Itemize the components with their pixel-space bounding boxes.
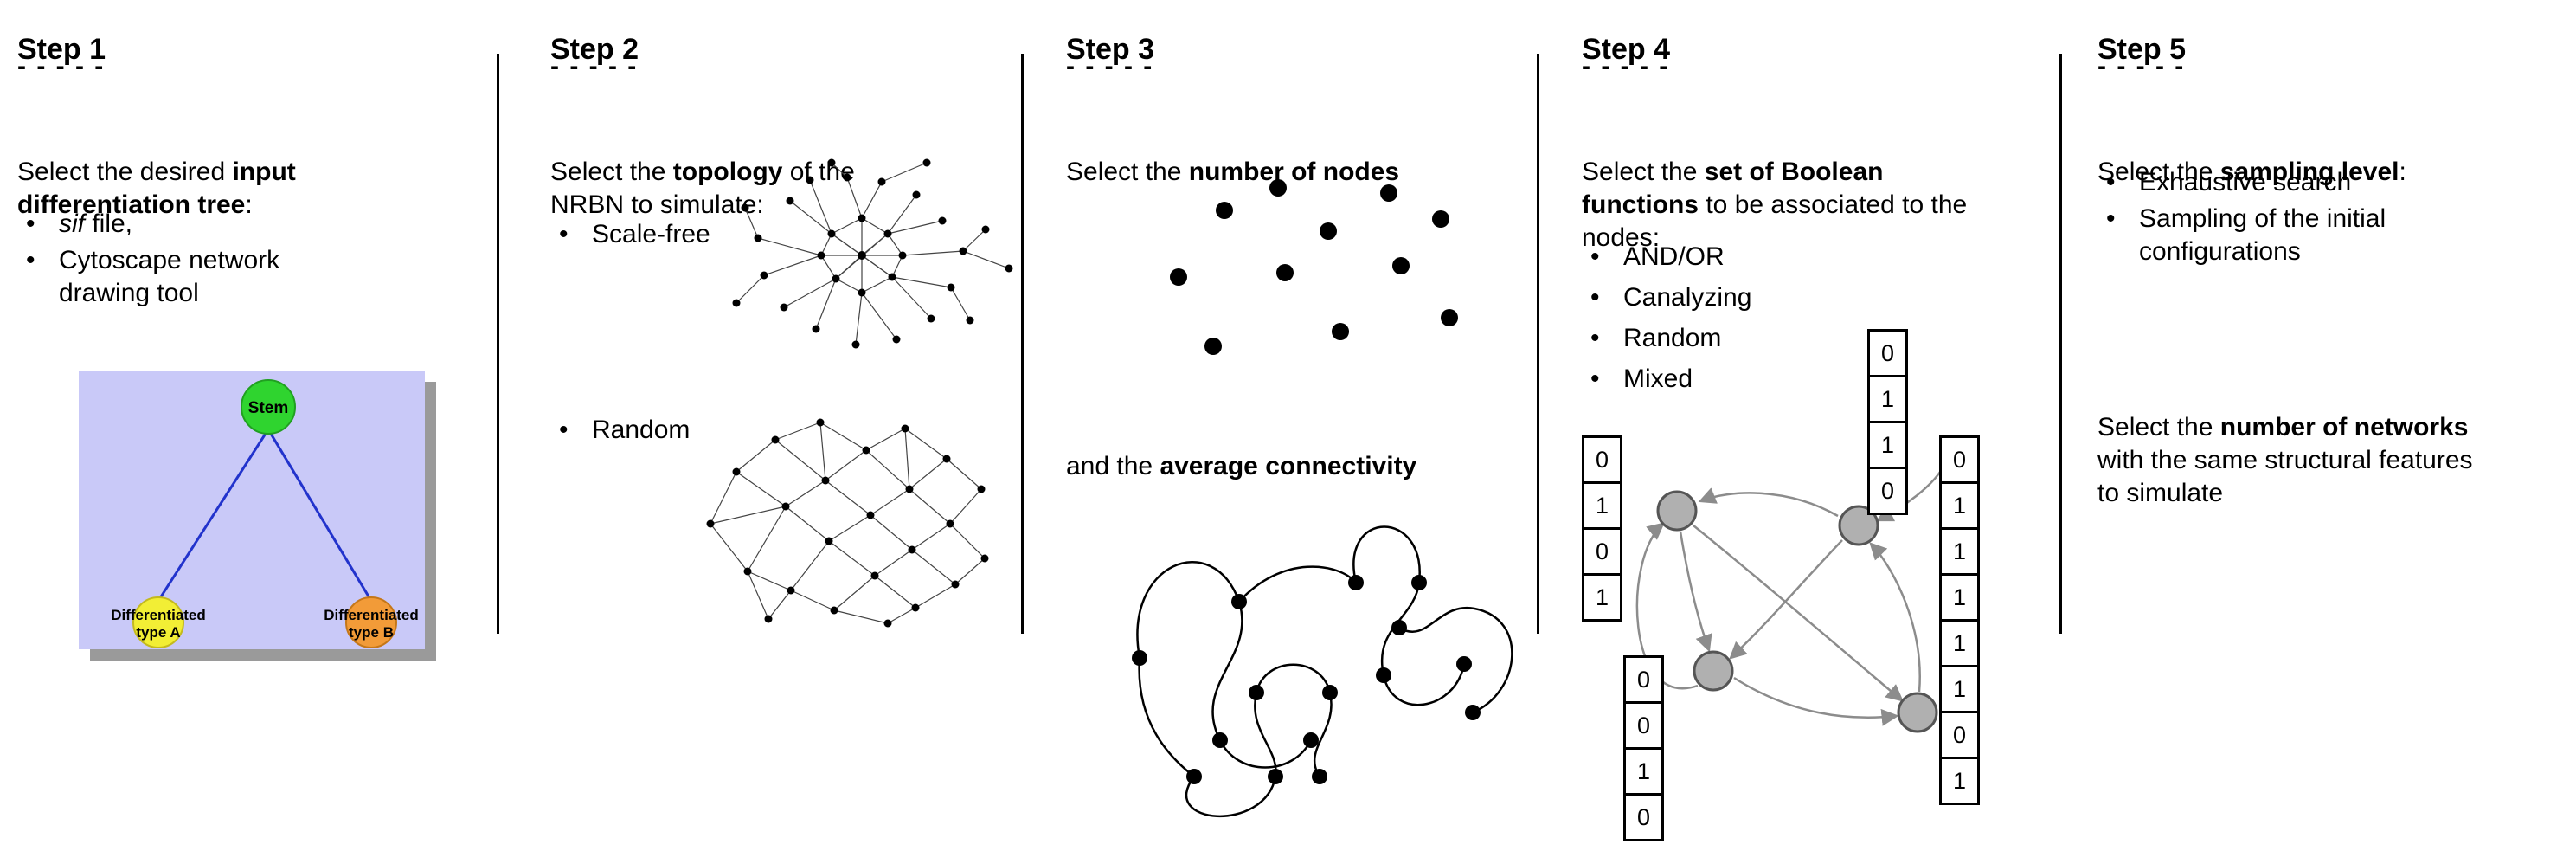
- stem-node: [241, 379, 296, 435]
- step-3-column: Step 3 - - - - - Select the number of no…: [1066, 0, 1529, 851]
- bullet-item-random-functions: • Random: [1582, 322, 1721, 355]
- truth-table-cell: 0: [1623, 701, 1664, 750]
- differentiation-tree-image: Stem Differentiated type A Differentiate…: [79, 371, 425, 649]
- bullet-marker: •: [559, 416, 569, 444]
- column-divider: [497, 54, 499, 634]
- step-4-column: Step 4 - - - - - Select the set of Boole…: [1582, 0, 2059, 851]
- truth-table-cell: 0: [1623, 793, 1664, 841]
- bullet-marker: •: [2106, 204, 2116, 233]
- average-connectivity-illustration: [1132, 525, 1513, 818]
- tree-edge-right: [267, 429, 373, 602]
- truth-table-cell: 1: [1867, 421, 1908, 469]
- truth-table-cell: 1: [1867, 375, 1908, 423]
- step-5-title: Step 5: [2097, 33, 2187, 67]
- step-5-column: Step 5 - - - - - Select the sampling lev…: [2097, 0, 2565, 851]
- type-b-label-line1: Differentiated: [324, 607, 419, 623]
- network-node: [1897, 692, 1938, 733]
- bullet-item-cytoscape: • Cytoscape network drawing tool: [17, 244, 344, 309]
- bullet-marker: •: [2106, 168, 2116, 197]
- bullet-marker: •: [1590, 364, 1600, 393]
- truth-table-left: 0 1 0 1: [1582, 435, 1622, 622]
- network-node: [1693, 650, 1734, 692]
- step-2-column: Step 2 - - - - - Select the topology of …: [550, 0, 1013, 851]
- bullet-marker: •: [1590, 324, 1600, 352]
- step-2-dashes: - - - - -: [550, 52, 639, 81]
- type-a-label-line2: type A: [136, 624, 180, 641]
- step-1-column: Step 1 - - - - - Select the desired inpu…: [17, 0, 489, 851]
- bullet-marker: •: [559, 220, 569, 248]
- bullet-item-random: • Random: [550, 414, 690, 447]
- truth-table-cell: 1: [1939, 757, 1980, 805]
- step-1-title: Step 1: [17, 33, 106, 67]
- bullet-item-scale-free: • Scale-free: [550, 218, 710, 251]
- bullet-marker: •: [26, 246, 35, 274]
- step-1-dashes: - - - - -: [17, 52, 106, 81]
- bullet-item-exhaustive-search: • Exhaustive search: [2097, 166, 2351, 199]
- column-divider: [1537, 54, 1539, 634]
- step-3-intro-2: and the average connectivity: [1066, 452, 1417, 480]
- step-3-intro: Select the number of nodes: [1066, 158, 1400, 186]
- scale-free-network-illustration: [732, 158, 1013, 349]
- truth-table-cell: 1: [1939, 481, 1980, 530]
- network-node: [1838, 505, 1879, 546]
- step-4-intro: Select the set of Boolean functions to b…: [1582, 158, 1968, 253]
- truth-table-cell: 0: [1582, 435, 1622, 484]
- bullet-marker: •: [1590, 283, 1600, 312]
- step-3-dashes: - - - - -: [1066, 52, 1154, 81]
- bullet-item-sif-file: • sif file,: [17, 208, 132, 241]
- network-node: [1656, 490, 1698, 532]
- boolean-network-graph: [1635, 462, 1947, 733]
- column-divider: [1021, 54, 1024, 634]
- truth-table-cell: 0: [1939, 435, 1980, 484]
- truth-table-bottom: 0 0 1 0: [1623, 655, 1664, 841]
- step-4-dashes: - - - - -: [1582, 52, 1670, 81]
- nodes-scatter-illustration: [1170, 179, 1458, 355]
- truth-table-cell: 1: [1939, 573, 1980, 622]
- bullet-marker: •: [1590, 242, 1600, 271]
- truth-table-right: 0 1 1 1 1 1 0 1: [1939, 435, 1980, 805]
- truth-table-cell: 0: [1867, 329, 1908, 377]
- truth-table-cell: 0: [1582, 527, 1622, 576]
- differentiation-tree-svg: Stem Differentiated type A Differentiate…: [111, 379, 419, 648]
- column-divider: [2059, 54, 2062, 634]
- bullet-marker: •: [26, 210, 35, 238]
- step-5-intro: Select the sampling level:: [2097, 158, 2406, 186]
- bullet-item-sampling: • Sampling of the initial configurations: [2097, 203, 2502, 268]
- truth-table-cell: 1: [1582, 481, 1622, 530]
- truth-table-cell: 1: [1939, 527, 1980, 576]
- step-4-title: Step 4: [1582, 33, 1671, 67]
- stem-node-label: Stem: [248, 399, 288, 417]
- truth-table-cell: 1: [1623, 747, 1664, 796]
- step-1-intro: Select the desired input differentiation…: [17, 158, 296, 220]
- differentiated-type-a-node: [132, 596, 184, 648]
- step-2-title: Step 2: [550, 33, 639, 67]
- truth-table-cell: 1: [1939, 619, 1980, 667]
- differentiated-type-b-node: [345, 596, 397, 648]
- step-3-title: Step 3: [1066, 33, 1155, 67]
- type-b-label-line2: type B: [349, 624, 394, 641]
- step-5-dashes: - - - - -: [2097, 52, 2186, 81]
- bullet-item-canalyzing: • Canalyzing: [1582, 281, 1751, 314]
- truth-table-cell: 0: [1867, 467, 1908, 515]
- truth-table-cell: 0: [1939, 711, 1980, 759]
- truth-table-cell: 0: [1623, 655, 1664, 704]
- bullet-item-and-or: • AND/OR: [1582, 241, 1725, 274]
- bullet-item-mixed: • Mixed: [1582, 363, 1693, 396]
- step-5-outro: Select the number of networks with the s…: [2097, 413, 2473, 508]
- tree-edge-left: [157, 429, 270, 602]
- truth-table-cell: 1: [1939, 665, 1980, 713]
- truth-table-cell: 1: [1582, 573, 1622, 622]
- random-network-illustration: [706, 418, 989, 628]
- step-2-intro: Select the topology of the NRBN to simul…: [550, 158, 855, 220]
- truth-table-top: 0 1 1 0: [1867, 329, 1908, 515]
- type-a-label-line1: Differentiated: [111, 607, 206, 623]
